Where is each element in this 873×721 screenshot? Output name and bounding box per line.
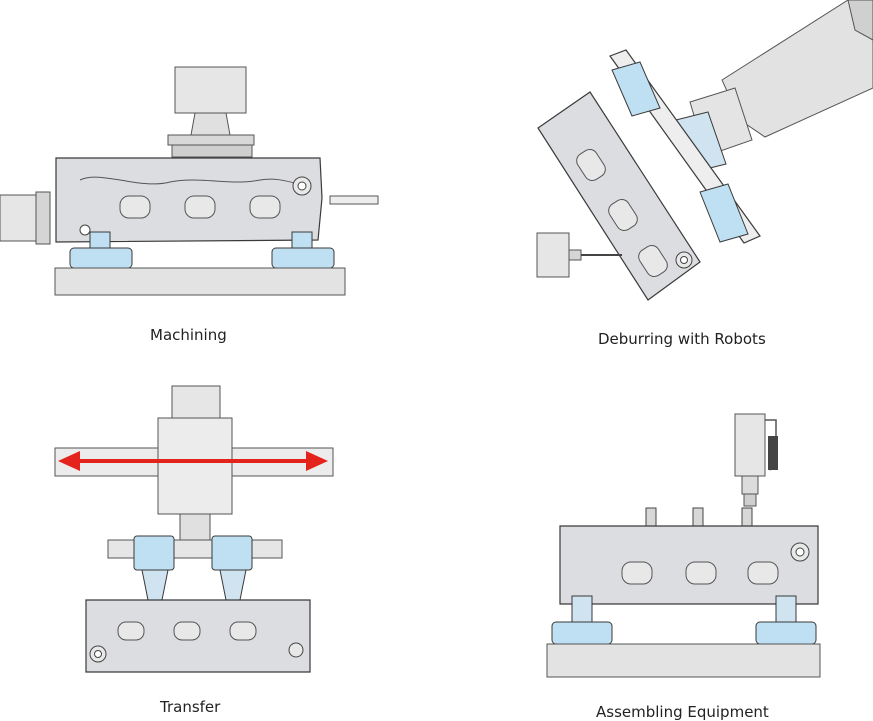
caption-machining: Machining bbox=[150, 326, 227, 344]
deburring-clamp-top bbox=[611, 61, 661, 117]
transfer-gripper-left bbox=[133, 535, 175, 571]
assembling-bolt-3 bbox=[741, 507, 753, 527]
caption-deburring: Deburring with Robots bbox=[598, 330, 766, 348]
machining-clamp-left bbox=[69, 247, 133, 269]
machining-cutter-inserts bbox=[171, 144, 253, 158]
machining-clamp-right bbox=[271, 247, 335, 269]
assembling-clamp-left bbox=[551, 621, 613, 645]
caption-transfer: Transfer bbox=[160, 698, 221, 716]
assembling-bolt-2 bbox=[692, 507, 704, 527]
transfer-carriage-upper bbox=[171, 385, 221, 419]
machining-side-spindle-left bbox=[0, 194, 37, 242]
machining-diagram bbox=[0, 66, 379, 296]
deburring-drill-spindle bbox=[536, 232, 570, 278]
assembling-bolt-1 bbox=[645, 507, 657, 527]
machining-spindle-neck bbox=[190, 112, 231, 136]
machining-side-tool-right bbox=[329, 195, 379, 205]
deburring-diagram bbox=[536, 0, 873, 301]
assembling-nutrunner bbox=[734, 413, 766, 477]
assembling-diagram bbox=[546, 413, 821, 678]
transfer-diagram bbox=[54, 385, 334, 673]
deburring-clamp-bottom bbox=[699, 183, 749, 243]
caption-assembling: Assembling Equipment bbox=[596, 703, 769, 721]
machining-base bbox=[54, 267, 346, 296]
machining-cutter-head bbox=[167, 134, 255, 146]
assembling-base bbox=[546, 643, 821, 678]
transfer-carriage bbox=[157, 417, 233, 515]
machining-spindle bbox=[174, 66, 247, 114]
assembling-clamp-right bbox=[755, 621, 817, 645]
deburring-cylinder-head bbox=[537, 91, 701, 301]
transfer-gripper-right bbox=[211, 535, 253, 571]
transfer-arrow-head-right bbox=[306, 451, 328, 471]
transfer-arrow-head-left bbox=[58, 451, 80, 471]
